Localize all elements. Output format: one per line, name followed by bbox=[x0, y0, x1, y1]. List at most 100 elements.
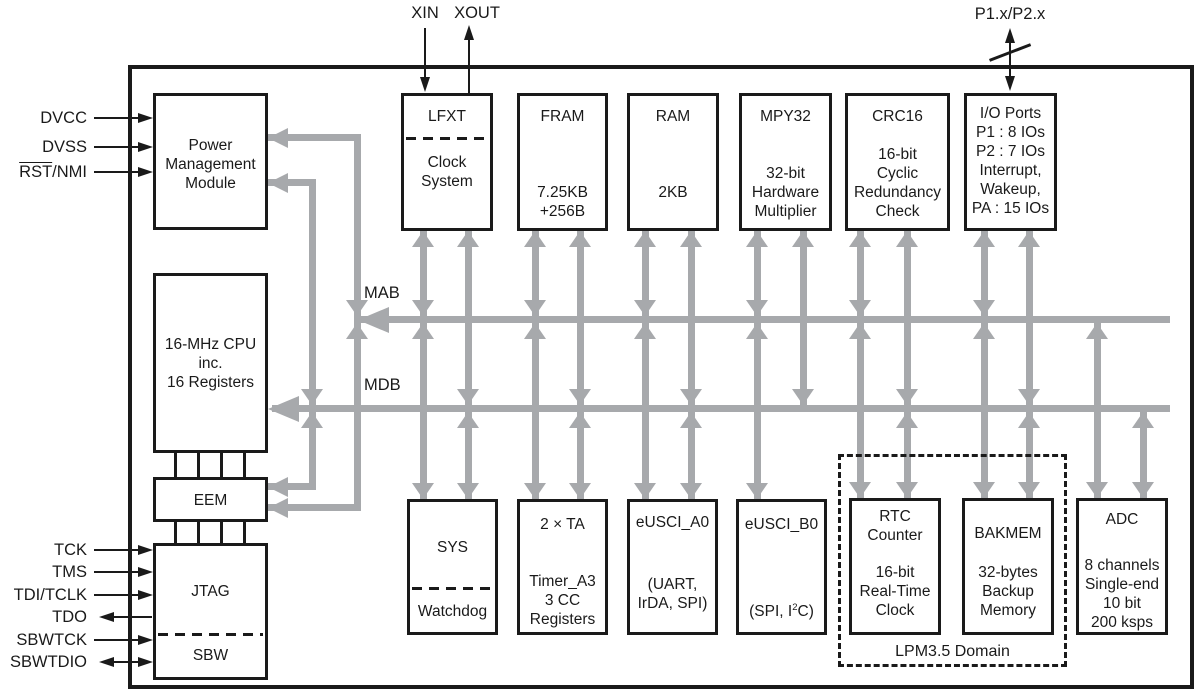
pin-line bbox=[94, 548, 140, 552]
pin-line bbox=[94, 570, 140, 574]
lfxt-divider bbox=[406, 137, 488, 140]
arrowhead bbox=[634, 483, 656, 499]
arrowhead bbox=[457, 412, 479, 428]
bus-connector-shaft bbox=[753, 231, 761, 499]
bus-connector-shaft bbox=[1025, 231, 1033, 498]
arrowhead bbox=[680, 412, 702, 428]
pin-label-sbwtck: SBWTCK bbox=[16, 631, 87, 649]
arrowhead bbox=[746, 300, 768, 316]
mdb-bus-label: MDB bbox=[364, 376, 401, 394]
arrowhead bbox=[524, 483, 546, 499]
block-text-line: Redundancy bbox=[853, 184, 942, 201]
block-rtc-counter: RTC Counter 16-bit Real-Time Clock bbox=[849, 498, 941, 635]
arrowhead bbox=[412, 323, 434, 339]
eem-jtag-bus-connection bbox=[174, 522, 246, 543]
eem-feed-line bbox=[268, 504, 360, 511]
block-text-line: 16-bit bbox=[875, 564, 915, 581]
mdb-left-arrowhead bbox=[268, 395, 299, 422]
arrowhead bbox=[849, 482, 871, 498]
block-text-line: IrDA, SPI) bbox=[637, 595, 708, 612]
block-adc: ADC 8 channels Single-end 10 bit 200 ksp… bbox=[1076, 498, 1168, 635]
block-text-line: Registers bbox=[529, 611, 596, 628]
arrowhead bbox=[1018, 231, 1040, 247]
eem-feed-line bbox=[268, 483, 316, 490]
pin-arrowhead bbox=[138, 656, 153, 667]
arrowhead bbox=[457, 483, 479, 499]
block-text-line: Clock bbox=[427, 154, 467, 171]
block-cpu: 16-MHz CPU inc. 16 Registers bbox=[153, 273, 268, 453]
block-text-line: 200 ksps bbox=[1090, 614, 1154, 631]
arrowhead bbox=[973, 231, 995, 247]
pin-arrowhead bbox=[138, 566, 153, 577]
block-text-line: 2KB bbox=[658, 184, 688, 201]
arrowhead bbox=[524, 323, 546, 339]
pin-arrowhead bbox=[138, 141, 153, 152]
bus-connector-shaft bbox=[1093, 323, 1101, 498]
bus-connector-shaft bbox=[464, 231, 472, 499]
arrowhead bbox=[896, 482, 918, 498]
pin-line bbox=[94, 145, 140, 149]
block-text-line: System bbox=[421, 173, 473, 190]
lpm35-domain-box: LPM3.5 Domain bbox=[838, 454, 1067, 667]
block-text-line: PA : 15 IOs bbox=[971, 200, 1050, 217]
block-crc16: CRC16 16-bit Cyclic Redundancy Check bbox=[845, 93, 950, 231]
arrowhead bbox=[896, 389, 918, 405]
block-text-line: 16-MHz CPU bbox=[164, 336, 257, 353]
block-text-line: EEM bbox=[193, 492, 228, 509]
pin-arrowhead bbox=[138, 544, 153, 555]
block-text-line: Timer_A3 bbox=[529, 573, 596, 590]
block-text-line: I/O Ports bbox=[979, 105, 1042, 122]
bus-connector-shaft bbox=[1139, 412, 1147, 498]
block-text-line: Single-end bbox=[1084, 576, 1160, 593]
sys-watchdog-divider bbox=[412, 587, 493, 590]
arrowhead bbox=[1086, 323, 1108, 339]
block-text-line: 2 × TA bbox=[540, 516, 585, 533]
arrowhead bbox=[680, 231, 702, 247]
pin-line bbox=[112, 615, 152, 619]
chip-outline bbox=[128, 65, 1194, 689]
arrowhead bbox=[569, 412, 591, 428]
pin-label-tck: TCK bbox=[54, 541, 87, 559]
lpm35-domain-label: LPM3.5 Domain bbox=[895, 643, 1010, 660]
block-text-line: 3 CC bbox=[544, 592, 581, 609]
pmm-eem-vertical bbox=[308, 179, 316, 490]
block-text-line: Management bbox=[165, 156, 256, 173]
block-text-line: JTAG bbox=[191, 583, 230, 600]
pin-line bbox=[94, 638, 140, 642]
pin-label-tms: TMS bbox=[52, 563, 87, 581]
arrowhead bbox=[412, 231, 434, 247]
block-text-line: 7.25KB bbox=[537, 184, 588, 201]
block-text-line: Interrupt, bbox=[979, 162, 1042, 179]
arrowhead bbox=[524, 300, 546, 316]
arrowhead bbox=[1018, 412, 1040, 428]
block-text-line: RTC bbox=[879, 508, 911, 525]
pin-arrowhead bbox=[138, 166, 153, 177]
block-text-line: Hardware bbox=[751, 184, 820, 201]
pin-arrowhead bbox=[99, 656, 114, 667]
arrowhead bbox=[1086, 482, 1108, 498]
arrowhead bbox=[1018, 389, 1040, 405]
block-ram: RAM 2KB bbox=[627, 93, 719, 231]
block-text-line: Multiplier bbox=[754, 203, 817, 220]
bus-connector-shaft bbox=[576, 231, 584, 499]
arrowhead bbox=[746, 231, 768, 247]
block-eusci-a0: eUSCI_A0 (UART, IrDA, SPI) bbox=[627, 499, 718, 635]
pin-label-sbwtdio: SBWTDIO bbox=[10, 653, 87, 671]
block-lfxt-clock-system: LFXT Clock System bbox=[401, 93, 493, 231]
arrowhead bbox=[457, 389, 479, 405]
bus-connector-shaft bbox=[641, 231, 649, 499]
arrowhead bbox=[569, 483, 591, 499]
bus-connector-shaft bbox=[856, 231, 864, 498]
arrowhead bbox=[634, 323, 656, 339]
pin-line bbox=[112, 660, 142, 664]
arrowhead bbox=[792, 389, 814, 405]
block-text-line: Cyclic bbox=[876, 165, 919, 182]
arrowhead bbox=[524, 231, 546, 247]
block-text-line: 32-bit bbox=[766, 165, 805, 182]
bus-connector-shaft bbox=[687, 231, 695, 499]
block-text-line: SYS bbox=[436, 539, 468, 556]
mab-bus bbox=[357, 316, 1170, 323]
block-text-line: 10 bit bbox=[1103, 595, 1141, 612]
pin-label-dvcc: DVCC bbox=[40, 109, 87, 127]
arrowhead bbox=[569, 231, 591, 247]
